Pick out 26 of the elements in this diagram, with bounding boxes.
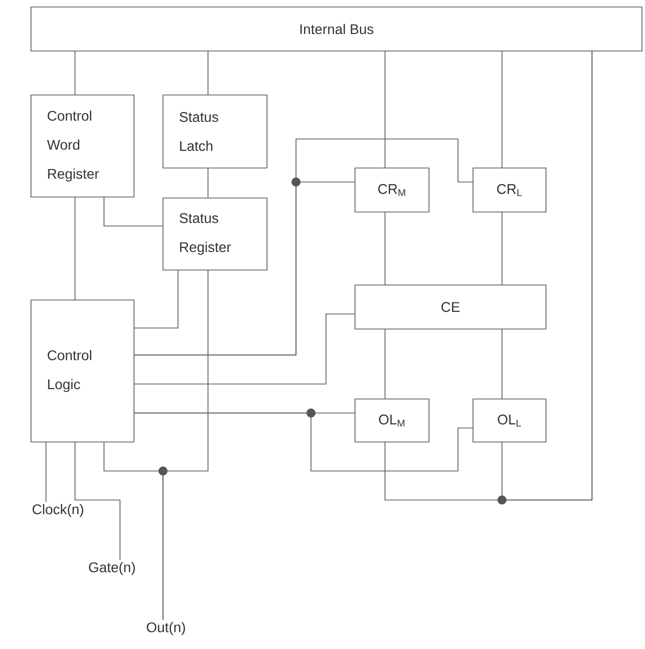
connector-line xyxy=(134,138,474,356)
bus-box: Internal Bus xyxy=(30,6,642,52)
latch-box: Status Latch xyxy=(162,94,268,168)
logic-box: Control Logic xyxy=(30,300,134,442)
signal-label: Gate(n) xyxy=(88,562,135,576)
connector-line xyxy=(134,314,356,384)
register-box: CR$_{M}$ xyxy=(354,168,430,212)
connector-line xyxy=(74,442,120,560)
latch-box: OL$_{M}$ xyxy=(354,398,430,442)
counting-element-box: CE xyxy=(354,284,546,330)
connector-line xyxy=(104,196,164,226)
signal-label: Out(n) xyxy=(146,622,185,636)
connector-line xyxy=(74,196,76,300)
connector-line xyxy=(502,50,592,500)
register-box: Status Register xyxy=(162,198,268,270)
signal-label: Clock(n) xyxy=(32,504,84,518)
connector-line xyxy=(134,412,474,472)
connector-line xyxy=(74,50,76,96)
connector-line xyxy=(384,212,386,286)
register-box: CR$_{L}$ xyxy=(472,168,546,212)
connector-line xyxy=(162,270,208,620)
register-box: Control Word Register xyxy=(30,94,134,198)
latch-box: OL$_{L}$ xyxy=(472,398,546,442)
connector-line xyxy=(384,50,386,168)
connector-line xyxy=(134,270,178,328)
connector-line xyxy=(384,328,386,400)
